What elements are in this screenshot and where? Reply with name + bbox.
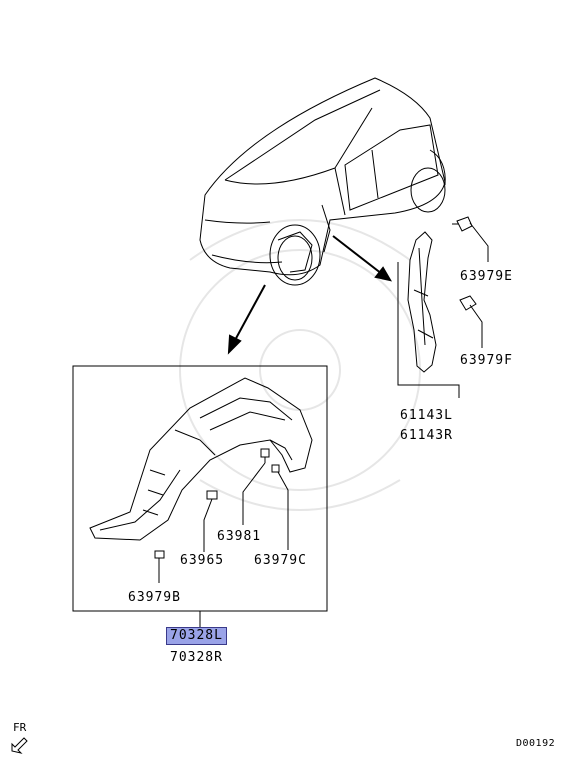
part-61143r-label[interactable]: 61143R [400,428,453,443]
part-63965-label[interactable]: 63965 [180,553,225,568]
part-63979e-label[interactable]: 63979E [460,269,513,284]
part-70328l-label[interactable]: 70328L [166,627,227,645]
fender-liner-drawing [89,377,313,541]
diagram-code: D00192 [516,738,556,749]
part-63979f-label[interactable]: 63979F [460,353,513,368]
clip-e-drawing [452,216,473,232]
splash-shield-drawing [407,231,437,373]
front-arrow-icon [11,737,28,754]
arrows [227,235,393,355]
part-63979c-label[interactable]: 63979C [254,553,307,568]
watermark-emblem [179,219,421,511]
part-63979b-label[interactable]: 63979B [128,590,181,605]
car-illustration [199,77,446,286]
part-70328r-label[interactable]: 70328R [170,650,223,665]
front-direction-indicator: FR [10,722,40,754]
part-61143l-label[interactable]: 61143L [400,408,453,423]
leader-lines-box [158,462,289,583]
clip-f-drawing [459,295,477,311]
fasteners-in-box [154,448,280,565]
leader-lines-right [397,222,489,398]
part-63981-label[interactable]: 63981 [217,529,262,544]
front-direction-label: FR [13,721,27,734]
